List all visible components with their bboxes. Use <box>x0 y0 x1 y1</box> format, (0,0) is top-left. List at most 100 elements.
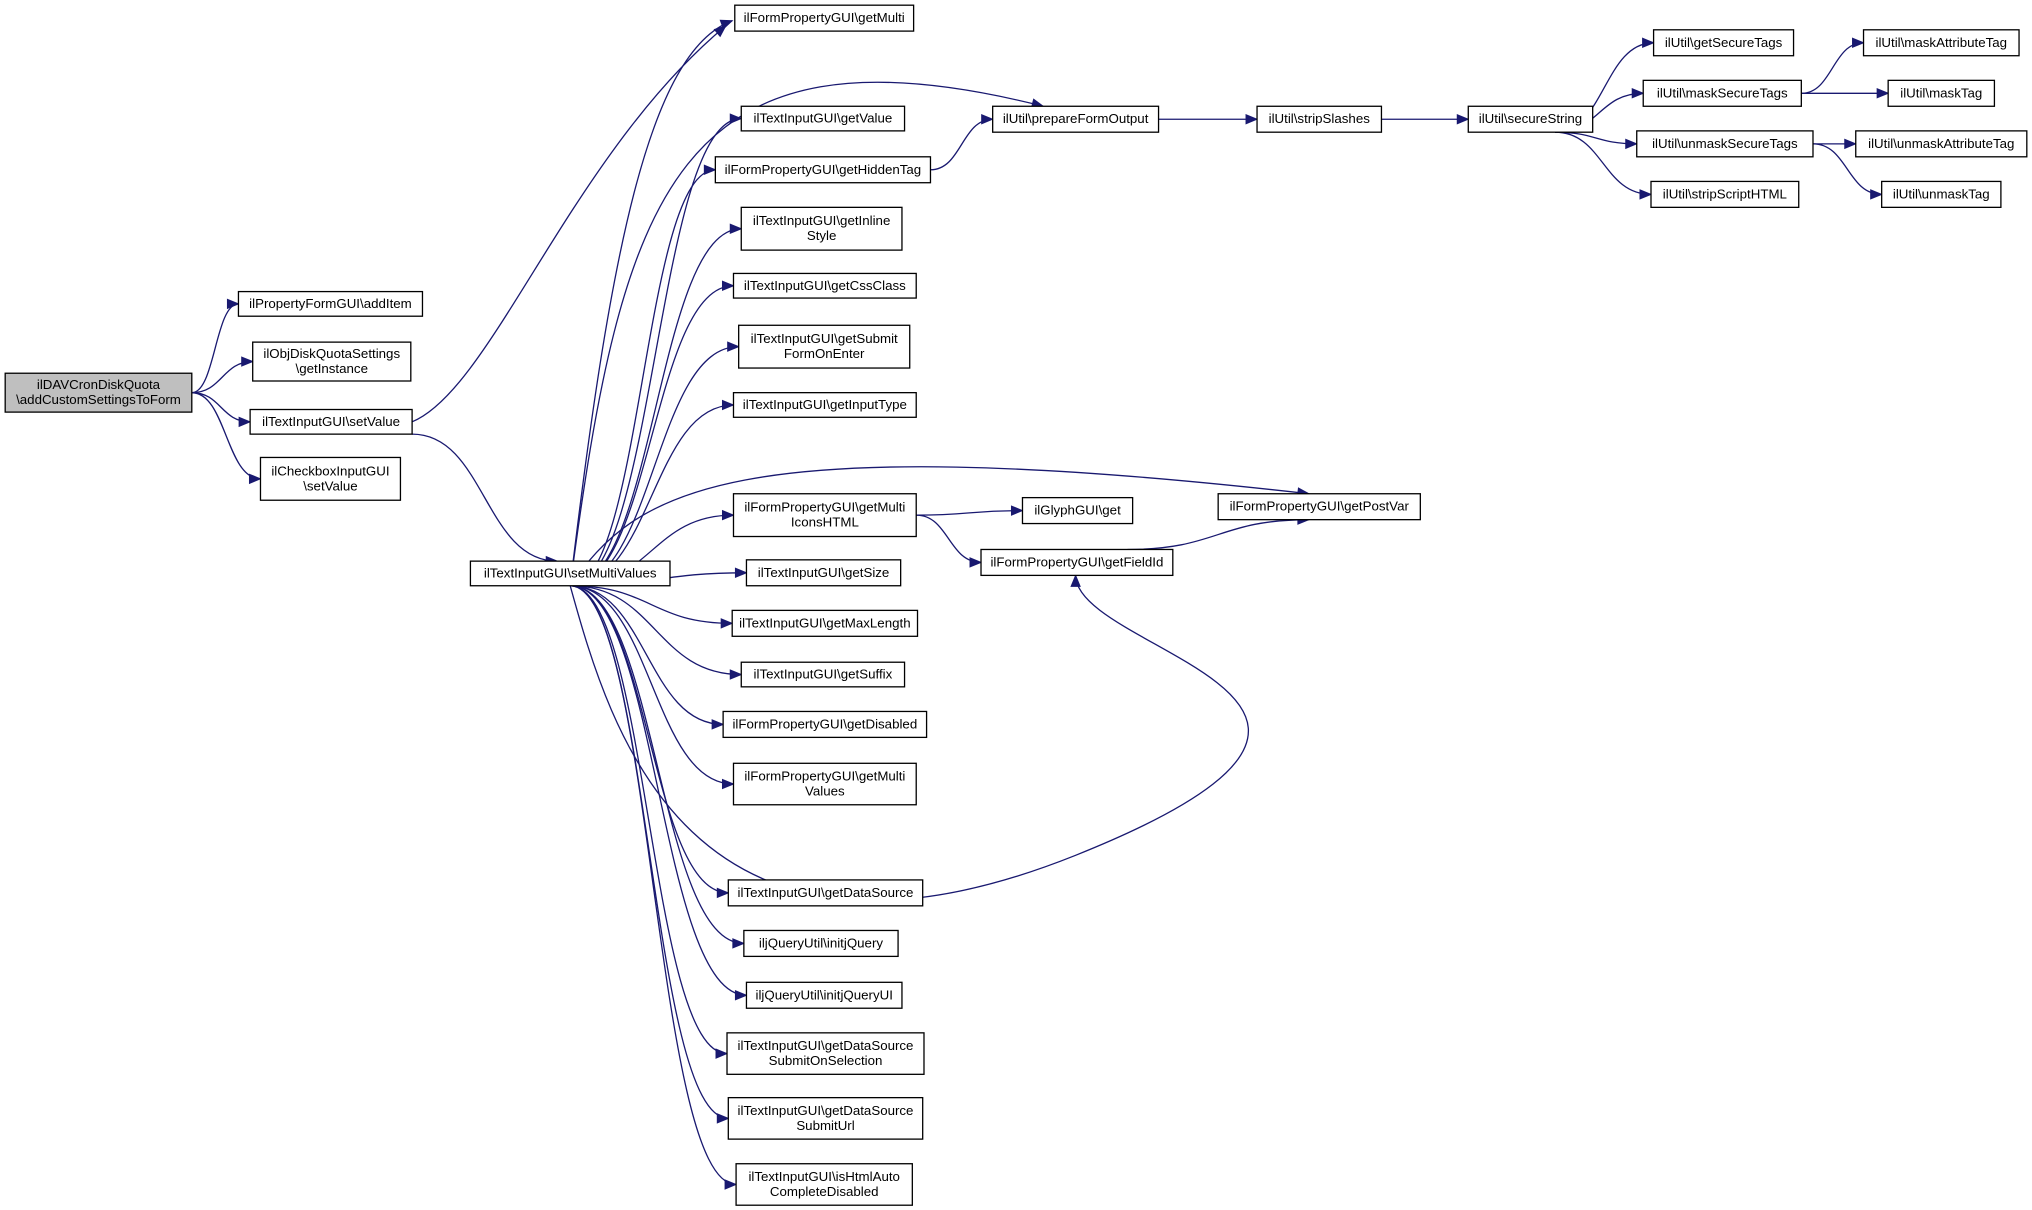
edge-root-to-addItem <box>191 303 239 394</box>
node-label: ilFormPropertyGUI\getHiddenTag <box>725 162 922 177</box>
edge-setMultiValues-to-getMultiValues <box>570 585 734 785</box>
node-glyphGet[interactable]: ilGlyphGUI\get <box>1021 496 1134 525</box>
edge-setMultiValues-to-initjQuery-arrowhead <box>732 938 746 949</box>
node-maskAttributeTag[interactable]: ilUtil\maskAttributeTag <box>1862 29 2020 57</box>
node-cbSetValue[interactable]: ilCheckboxInputGUI\setValue <box>259 456 402 501</box>
edge-getFieldId-to-getPostVar <box>1127 519 1309 551</box>
node-label: ilUtil\getSecureTags <box>1665 35 1783 50</box>
node-label: iljQueryUtil\initjQueryUI <box>755 987 892 1002</box>
node-label: ilFormPropertyGUI\getDisabled <box>732 716 917 731</box>
node-getSecureTags[interactable]: ilUtil\getSecureTags <box>1652 29 1795 57</box>
edge-setMultiValues-to-getDataSourceSubmitOnSelection <box>570 585 728 1055</box>
edge-getMultiIconsHTML-to-getFieldId <box>916 514 982 564</box>
node-box <box>738 324 911 369</box>
node-secureString[interactable]: ilUtil\secureString <box>1467 105 1594 133</box>
node-label: ilTextInputGUI\getSize <box>758 565 890 580</box>
node-setMultiValues[interactable]: ilTextInputGUI\setMultiValues <box>469 560 671 587</box>
node-unmaskAttributeTag[interactable]: ilUtil\unmaskAttributeTag <box>1855 130 2028 158</box>
node-getCssClass[interactable]: ilTextInputGUI\getCssClass <box>732 272 917 299</box>
node-unmaskSecureTags[interactable]: ilUtil\unmaskSecureTags <box>1636 130 1814 158</box>
node-box <box>4 372 193 413</box>
node-label: ilFormPropertyGUI\getMulti <box>744 10 905 25</box>
edge-setMultiValues-to-getSubmitFormOnEnter-arrowhead <box>727 341 740 352</box>
node-box <box>1217 493 1421 521</box>
node-getPostVar[interactable]: ilFormPropertyGUI\getPostVar <box>1217 493 1421 521</box>
node-box <box>249 408 413 435</box>
node-getSize[interactable]: ilTextInputGUI\getSize <box>745 559 902 587</box>
edge-root-to-cbSetValue <box>191 392 261 480</box>
node-label: ilUtil\secureString <box>1479 111 1582 126</box>
node-label: ilUtil\unmaskAttributeTag <box>1868 136 2014 151</box>
node-getInstance[interactable]: ilObjDiskQuotaSettings\getInstance <box>252 341 412 382</box>
edge-root-to-getInstance-arrowhead <box>241 356 255 367</box>
node-getMaxLength[interactable]: ilTextInputGUI\getMaxLength <box>731 609 919 637</box>
edge-setMultiValues-to-getMultiIconsHTML-arrowhead <box>721 509 735 521</box>
node-getFieldId[interactable]: ilFormPropertyGUI\getFieldId <box>980 548 1174 577</box>
node-getDisabled[interactable]: ilFormPropertyGUI\getDisabled <box>722 710 928 739</box>
edge-setMultiValues-to-getDataSource-arrowhead <box>716 887 730 899</box>
node-getDataSourceSubmitOnSelection[interactable]: ilTextInputGUI\getDataSourceSubmitOnSele… <box>726 1032 925 1075</box>
node-label: ilUtil\maskAttributeTag <box>1876 35 2008 50</box>
edge-maskSecureTags-to-maskTag-arrowhead <box>1876 88 1890 99</box>
node-box <box>252 341 412 382</box>
node-getMulti[interactable]: ilFormPropertyGUI\getMulti <box>734 4 915 32</box>
node-label: iljQueryUtil\initjQuery <box>759 935 883 950</box>
node-label: ilUtil\stripSlashes <box>1269 111 1371 126</box>
node-addItem[interactable]: ilPropertyFormGUI\addItem <box>237 290 424 317</box>
node-root[interactable]: ilDAVCronDiskQuota\addCustomSettingsToFo… <box>4 372 193 413</box>
edge-setMultiValues-to-getDisabled <box>570 585 724 726</box>
node-setValue[interactable]: ilTextInputGUI\setValue <box>249 408 413 435</box>
node-prepareFormOutput[interactable]: ilUtil\prepareFormOutput <box>992 105 1160 133</box>
node-box <box>722 710 928 739</box>
node-box <box>732 762 917 806</box>
node-box <box>745 981 903 1009</box>
node-label: IconsHTML <box>791 515 859 530</box>
node-box <box>469 560 671 587</box>
edge-setMultiValues-to-isHtmlAutoCompleteDisabled-arrowhead <box>724 1179 738 1190</box>
node-box <box>992 105 1160 133</box>
node-maskTag[interactable]: ilUtil\maskTag <box>1887 79 1996 107</box>
node-box <box>1650 180 1800 208</box>
node-getValue[interactable]: ilTextInputGUI\getValue <box>740 105 906 132</box>
node-stripScriptHTML[interactable]: ilUtil\stripScriptHTML <box>1650 180 1800 208</box>
edge-setMultiValues-to-getMulti-arrowhead <box>719 19 734 30</box>
node-label: CompleteDisabled <box>770 1184 879 1199</box>
edge-setMultiValues-to-getValue <box>570 117 742 587</box>
edge-getMultiIconsHTML-to-glyphGet <box>916 509 1023 516</box>
node-unmaskTag[interactable]: ilUtil\unmaskTag <box>1881 180 2002 208</box>
edge-setMultiValues-to-getSuffix-arrowhead <box>729 669 743 680</box>
edge-setMultiValues-to-getHiddenTag-arrowhead <box>703 164 717 176</box>
node-getDataSource[interactable]: ilTextInputGUI\getDataSource <box>727 879 924 907</box>
node-label: ilTextInputGUI\getSubmit <box>751 331 898 346</box>
edge-setMultiValues-to-getCssClass <box>570 285 734 587</box>
node-box <box>732 493 917 538</box>
edge-unmaskSecureTags-to-unmaskAttributeTag-arrowhead <box>1844 138 1858 150</box>
node-maskSecureTags[interactable]: ilUtil\maskSecureTags <box>1642 79 1802 107</box>
node-stripSlashes[interactable]: ilUtil\stripSlashes <box>1256 105 1383 133</box>
node-getHiddenTag[interactable]: ilFormPropertyGUI\getHiddenTag <box>714 156 932 184</box>
edges-layer <box>191 19 1890 1190</box>
node-label: ilTextInputGUI\getSuffix <box>754 667 893 682</box>
edge-secureString-to-stripScriptHTML-arrowhead <box>1639 189 1653 200</box>
node-box <box>740 661 906 688</box>
edge-setMultiValues-to-getMaxLength-arrowhead <box>720 618 734 629</box>
edge-setMultiValues-to-getFieldId-arrowhead <box>1070 574 1081 587</box>
node-label: ilUtil\unmaskTag <box>1893 186 1990 201</box>
node-box <box>732 272 917 299</box>
node-box <box>735 1163 913 1206</box>
node-initjQueryUI[interactable]: iljQueryUtil\initjQueryUI <box>745 981 903 1009</box>
node-box <box>731 609 919 637</box>
node-getInputType[interactable]: ilTextInputGUI\getInputType <box>732 392 917 418</box>
edge-unmaskSecureTags-to-unmaskTag-arrowhead <box>1870 189 1883 200</box>
edge-setMultiValues-to-getMulti <box>569 20 733 586</box>
node-isHtmlAutoCompleteDisabled[interactable]: ilTextInputGUI\isHtmlAutoCompleteDisable… <box>735 1163 913 1206</box>
node-getSuffix[interactable]: ilTextInputGUI\getSuffix <box>740 661 906 688</box>
node-initjQuery[interactable]: iljQueryUtil\initjQuery <box>743 929 899 958</box>
node-box <box>1887 79 1996 107</box>
